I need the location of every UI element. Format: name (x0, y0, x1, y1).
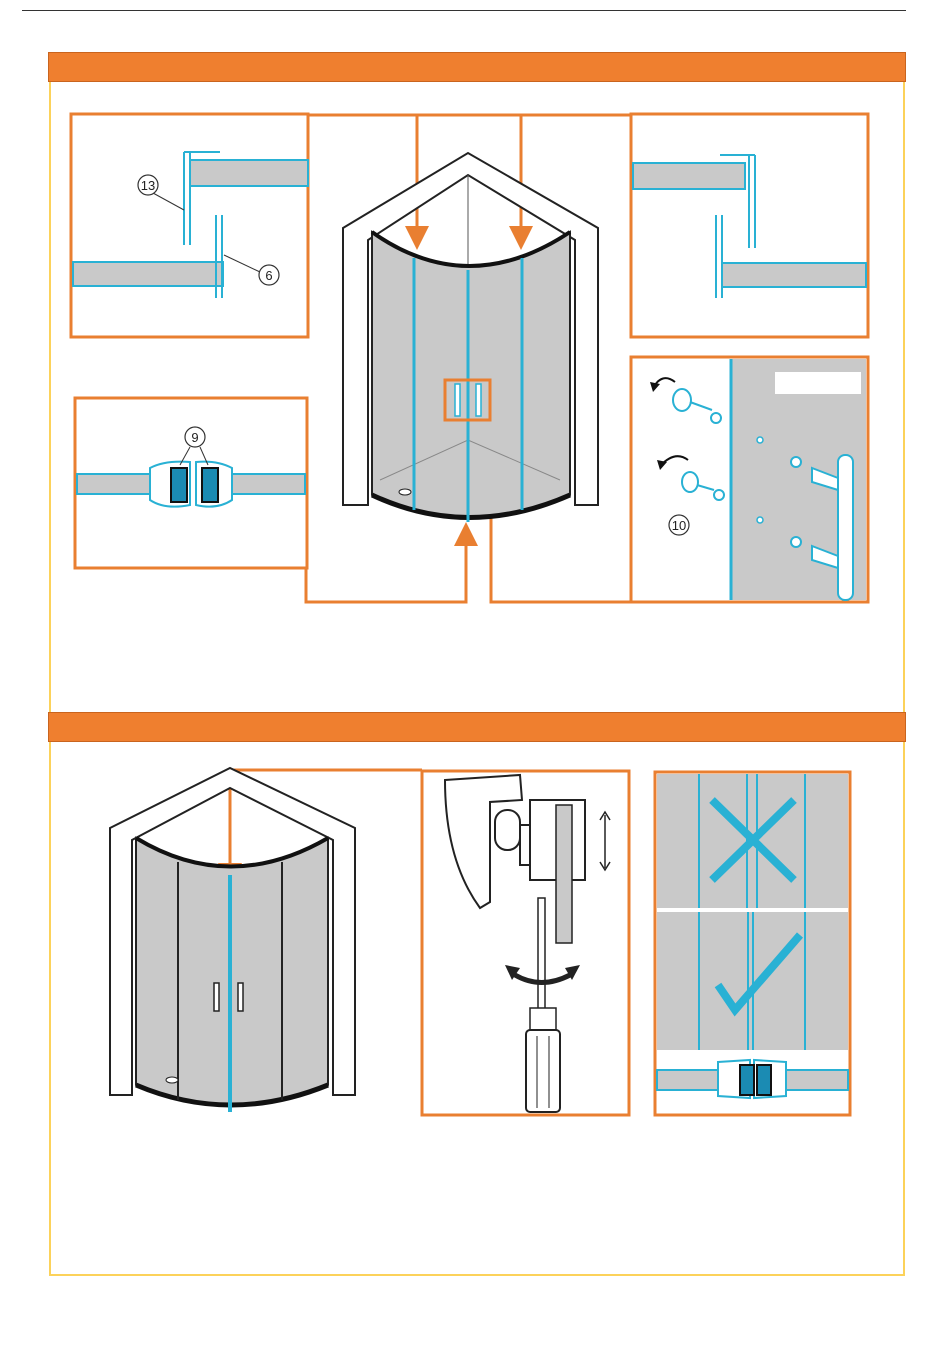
callout-9: 9 (191, 430, 198, 445)
shower-enclosure-1 (343, 153, 598, 522)
detail-box-top-left: 13 6 (71, 114, 308, 337)
detail-box-magnets: 9 (75, 398, 307, 568)
callout-10: 10 (672, 518, 686, 533)
callout-6: 6 (265, 268, 272, 283)
detail-box-adjustment (422, 771, 629, 1115)
detail-box-top-right (631, 114, 868, 337)
shower-enclosure-2 (110, 768, 355, 1112)
detail-box-handle: 10 (631, 357, 868, 602)
section-2-illustration (0, 740, 950, 1160)
callout-13: 13 (141, 178, 155, 193)
detail-box-alignment (655, 772, 850, 1115)
section-1-illustration: 13 6 9 (0, 0, 950, 720)
